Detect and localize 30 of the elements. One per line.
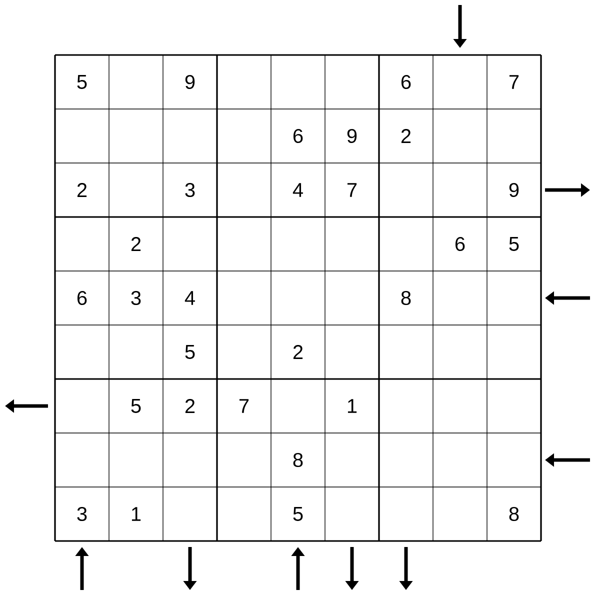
digit: 2 (185, 399, 195, 413)
digit: 3 (77, 506, 87, 522)
digit: 9 (185, 74, 195, 90)
digit: 8 (293, 452, 303, 468)
digit: 3 (185, 182, 195, 198)
digit: 8 (509, 506, 519, 522)
digit: 2 (293, 345, 303, 359)
digit: 2 (77, 183, 87, 197)
digit: 9 (347, 128, 357, 144)
digit: 1 (132, 507, 141, 521)
digit: 2 (131, 237, 141, 251)
digit: 6 (293, 128, 303, 144)
digit: 5 (77, 75, 87, 89)
digit: 4 (184, 291, 195, 305)
digit: 6 (455, 236, 465, 252)
digit: 1 (348, 399, 357, 413)
digit: 5 (185, 345, 195, 359)
digit: 6 (401, 74, 411, 90)
digit: 2 (401, 129, 411, 143)
digit: 5 (131, 399, 141, 413)
digit: 6 (77, 290, 87, 306)
digit: 5 (509, 237, 519, 251)
digit: 3 (131, 290, 141, 306)
digit: 7 (509, 75, 519, 89)
digit: 8 (401, 290, 411, 306)
digit: 5 (293, 507, 303, 521)
digit: 7 (239, 399, 249, 413)
digit: 9 (509, 182, 519, 198)
digit: 4 (292, 183, 303, 197)
digit: 7 (347, 183, 357, 197)
